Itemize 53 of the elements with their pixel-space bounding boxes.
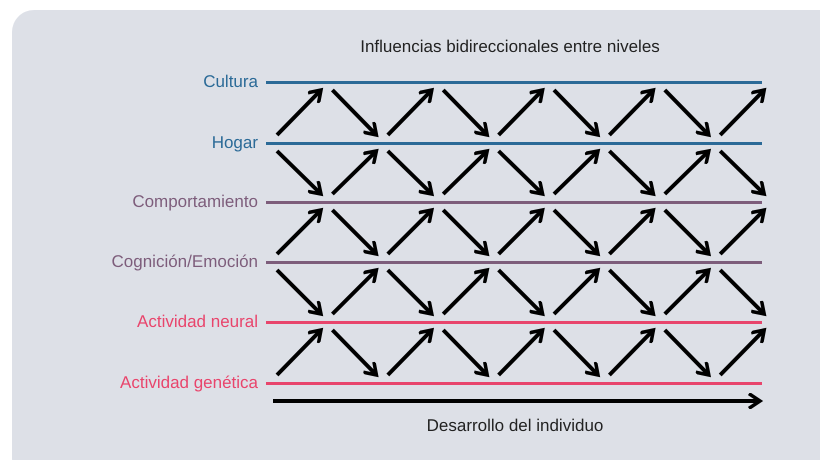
- arrow: [497, 150, 544, 196]
- arrow: [663, 208, 711, 256]
- arrow: [552, 268, 600, 316]
- arrow: [552, 208, 600, 256]
- arrow: [386, 268, 434, 316]
- level-label: Cognición/Emoción: [110, 254, 259, 270]
- arrow: [276, 150, 323, 196]
- arrow: [608, 150, 656, 196]
- level-label: Cultura: [202, 74, 259, 90]
- arrow: [663, 328, 711, 377]
- arrow: [442, 208, 489, 256]
- arrow: [608, 268, 656, 316]
- arrow: [276, 328, 323, 376]
- arrow: [718, 150, 766, 196]
- level-label: Actividad genética: [119, 375, 259, 391]
- arrow: [330, 268, 378, 316]
- arrow: [330, 208, 378, 256]
- arrow: [663, 149, 711, 196]
- arrow: [663, 88, 711, 137]
- arrow: [442, 149, 489, 196]
- level-label: Comportamiento: [131, 194, 259, 210]
- arrow: [663, 268, 711, 316]
- arrow: [608, 88, 656, 136]
- arrow: [497, 208, 544, 256]
- arrow: [552, 328, 600, 377]
- arrow: [718, 328, 766, 376]
- arrow: [386, 208, 434, 256]
- arrow: [331, 149, 378, 196]
- arrow: [330, 88, 378, 137]
- arrow: [386, 328, 434, 376]
- arrow: [276, 208, 323, 256]
- arrow: [552, 149, 600, 196]
- arrow: [276, 88, 323, 136]
- arrow: [552, 88, 600, 137]
- arrow: [442, 268, 489, 316]
- arrow: [718, 88, 766, 136]
- arrow: [276, 268, 323, 316]
- arrow: [386, 88, 434, 136]
- level-label: Actividad neural: [136, 314, 259, 330]
- level-label: Hogar: [210, 135, 259, 151]
- arrow: [497, 88, 544, 136]
- axis-label: Desarrollo del individuo: [426, 416, 604, 436]
- arrow: [718, 208, 766, 256]
- arrow: [442, 88, 489, 137]
- arrow: [718, 268, 766, 316]
- arrow: [386, 150, 434, 196]
- arrow: [442, 328, 489, 377]
- diagram-title: Influencias bidireccionales entre niveles: [359, 37, 661, 57]
- arrow: [497, 268, 544, 316]
- arrow: [330, 328, 378, 377]
- arrow: [608, 328, 656, 376]
- arrow: [608, 208, 656, 256]
- arrow: [497, 328, 544, 376]
